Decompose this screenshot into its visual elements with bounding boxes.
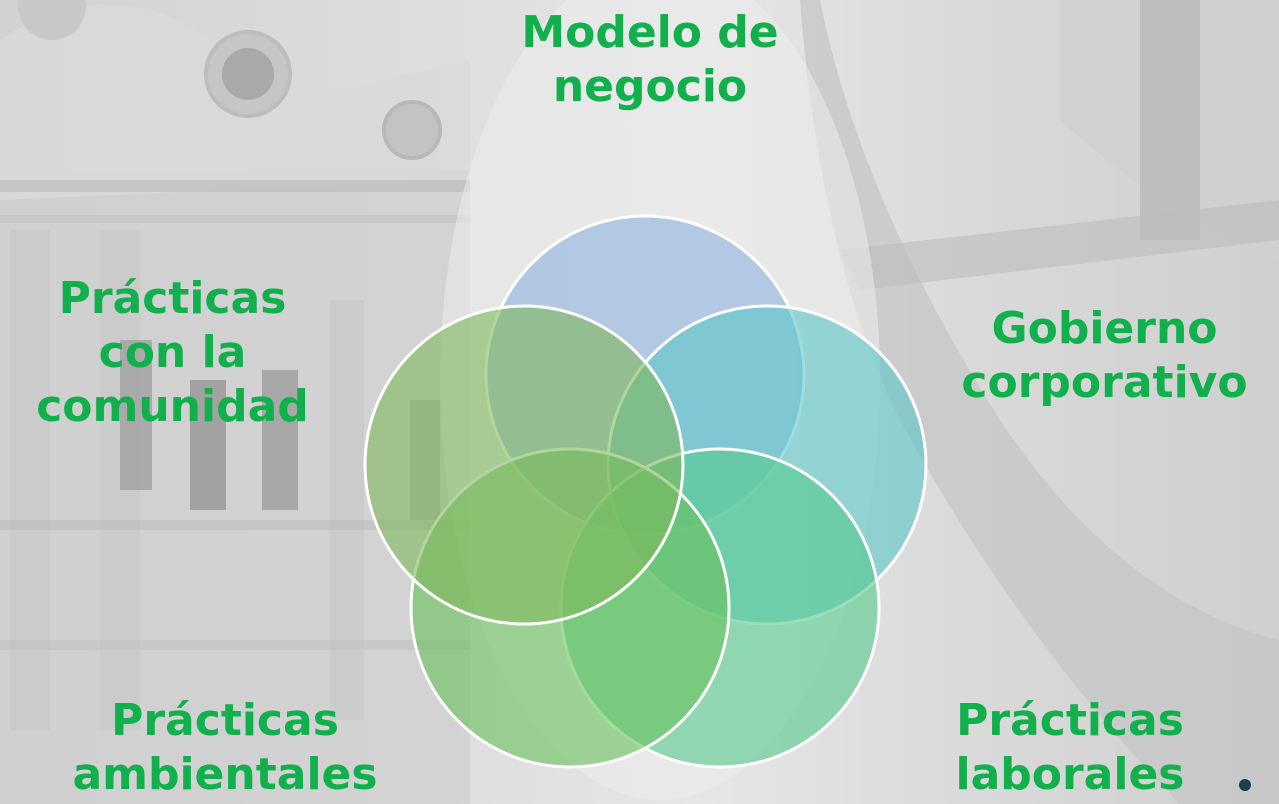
venn-circle [363, 304, 685, 626]
bullet-dot-icon [1239, 779, 1251, 791]
label-line: ambientales [72, 749, 378, 800]
label-practicas-laborales: Prácticas laborales [900, 694, 1240, 802]
label-line: Prácticas [58, 273, 287, 324]
label-line: comunidad [36, 381, 309, 432]
label-line: corporativo [961, 357, 1248, 408]
label-line: Prácticas [111, 695, 339, 746]
label-line: Gobierno [991, 303, 1218, 354]
label-line: negocio [552, 61, 748, 112]
label-line: con la [98, 327, 247, 378]
label-gobierno-corporativo: Gobierno corporativo [930, 302, 1279, 410]
label-line: Prácticas [956, 695, 1184, 746]
label-line: laborales [955, 749, 1185, 800]
label-practicas-ambientales: Prácticas ambientales [20, 694, 430, 802]
label-line: Modelo de [521, 7, 779, 58]
label-modelo-de-negocio: Modelo de negocio [470, 6, 830, 114]
label-practicas-con-la-comunidad: Prácticas con la comunidad [0, 272, 345, 434]
